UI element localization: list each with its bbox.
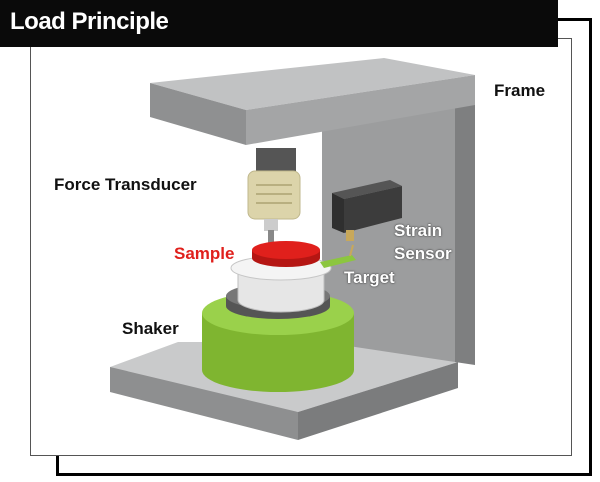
frame-column	[322, 90, 475, 365]
force-transducer-label: Force Transducer	[54, 175, 197, 194]
page-title: Load Principle	[10, 8, 169, 35]
target	[320, 244, 356, 268]
sample-disk	[252, 241, 320, 267]
shaker-label: Shaker	[122, 319, 179, 338]
sample-label: Sample	[174, 244, 235, 263]
force-transducer	[247, 148, 301, 244]
frame-top-arm	[150, 58, 475, 145]
strain-label: Strain	[394, 221, 443, 240]
title-bar: Load Principle	[0, 0, 558, 47]
target-label: Target	[344, 268, 395, 287]
sensor-label: Sensor	[394, 244, 452, 263]
frame-label: Frame	[494, 81, 546, 100]
strain-sensor	[332, 180, 402, 241]
